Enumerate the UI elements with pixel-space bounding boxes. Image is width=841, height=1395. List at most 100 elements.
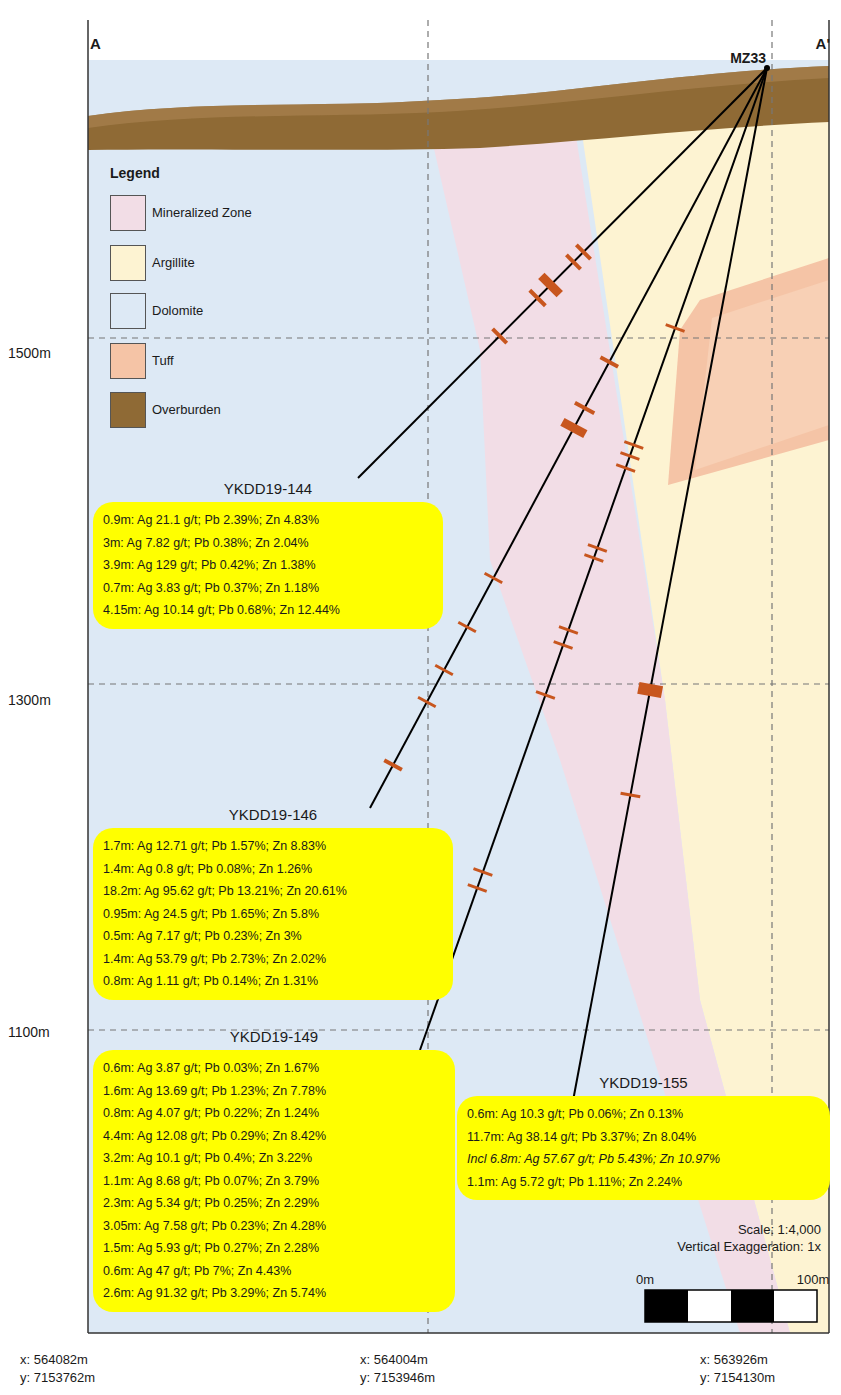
intercept-mark: [576, 245, 590, 259]
legend-text: Mineralized Zone: [152, 205, 252, 221]
assay-interval: 2.6m: Ag 91.32 g/t; Pb 3.29%; Zn 5.74%: [103, 1282, 445, 1305]
legend-text: Overburden: [152, 402, 221, 418]
assay-interval: Incl 6.8m: Ag 57.67 g/t; Pb 5.43%; Zn 10…: [467, 1148, 820, 1171]
grid: [88, 20, 829, 1333]
legend-swatch: [110, 293, 146, 329]
assay-interval: 3m: Ag 7.82 g/t; Pb 0.38%; Zn 2.04%: [103, 532, 433, 555]
section-label: y: 7153762m: [20, 1370, 95, 1386]
assay-interval: 1.7m: Ag 12.71 g/t; Pb 1.57%; Zn 8.83%: [103, 835, 443, 858]
drill-trace: [420, 68, 767, 1050]
intercept-mark: [600, 357, 618, 366]
assay-interval: 1.4m: Ag 53.79 g/t; Pb 2.73%; Zn 2.02%: [103, 948, 443, 971]
legend-text: Tuff: [152, 353, 174, 369]
callout-box: 1.7m: Ag 12.71 g/t; Pb 1.57%; Zn 8.83%1.…: [93, 828, 453, 1000]
intercept-mark: [562, 422, 585, 434]
section-label: 1500m: [8, 345, 51, 361]
legend-swatch: [110, 392, 146, 428]
section-label: 0m: [636, 1272, 654, 1288]
section-label: x: 563926m: [700, 1352, 768, 1368]
drill-trace: [370, 68, 767, 808]
intercept-mark: [530, 290, 546, 306]
assay-interval: 0.9m: Ag 21.1 g/t; Pb 2.39%; Zn 4.83%: [103, 509, 433, 532]
hole-name: YKDD19-149: [93, 1028, 455, 1046]
assay-interval: 1.5m: Ag 5.93 g/t; Pb 0.27%; Zn 2.28%: [103, 1237, 445, 1260]
section-label: MZ33: [730, 50, 766, 66]
assay-interval: 4.15m: Ag 10.14 g/t; Pb 0.68%; Zn 12.44%: [103, 599, 433, 622]
assay-interval: 4.4m: Ag 12.08 g/t; Pb 0.29%; Zn 8.42%: [103, 1125, 445, 1148]
overburden-top: [88, 66, 829, 128]
intercept-mark: [588, 545, 607, 552]
callout-box: 0.9m: Ag 21.1 g/t; Pb 2.39%; Zn 4.83%3m:…: [93, 502, 443, 629]
assay-interval: 0.5m: Ag 7.17 g/t; Pb 0.23%; Zn 3%: [103, 925, 443, 948]
assay-interval: 0.6m: Ag 10.3 g/t; Pb 0.06%; Zn 0.13%: [467, 1103, 820, 1126]
section-label: A: [90, 36, 101, 52]
hole-name: YKDD19-146: [93, 806, 453, 824]
assay-interval: 0.8m: Ag 1.11 g/t; Pb 0.14%; Zn 1.31%: [103, 970, 443, 993]
dolomite: [88, 60, 829, 1333]
assay-interval: 1.1m: Ag 8.68 g/t; Pb 0.07%; Zn 3.79%: [103, 1170, 445, 1193]
intercept-mark: [554, 642, 573, 649]
section-label: 1100m: [8, 1024, 50, 1040]
intercept-mark: [559, 627, 578, 634]
drill-trace: [560, 68, 767, 1170]
assay-interval: 3.05m: Ag 7.58 g/t; Pb 0.23%; Zn 4.28%: [103, 1215, 445, 1238]
intercept-mark: [638, 688, 662, 692]
legend-text: Argillite: [152, 255, 195, 271]
legend-swatch: [110, 343, 146, 379]
intercept-mark: [458, 622, 476, 631]
assay-interval: 18.2m: Ag 95.62 g/t; Pb 13.21%; Zn 20.61…: [103, 880, 443, 903]
assay-interval: 0.7m: Ag 3.83 g/t; Pb 0.37%; Zn 1.18%: [103, 577, 433, 600]
intercept-mark: [575, 403, 594, 413]
scale-bar: [645, 1290, 817, 1322]
assay-interval: 2.3m: Ag 5.34 g/t; Pb 0.25%; Zn 2.29%: [103, 1192, 445, 1215]
tuff-inner: [695, 280, 829, 470]
assay-callout: YKDD19-146 1.7m: Ag 12.71 g/t; Pb 1.57%; …: [93, 806, 453, 1000]
assay-interval: 1.1m: Ag 5.72 g/t; Pb 1.11%; Zn 2.24%: [467, 1171, 820, 1194]
section-label: Legend: [110, 165, 160, 181]
section-label: Scale: 1:4,000: [738, 1222, 821, 1238]
intercept-mark: [435, 665, 453, 674]
assay-interval: 1.4m: Ag 0.8 g/t; Pb 0.08%; Zn 1.26%: [103, 858, 443, 881]
intercept-mark: [566, 255, 580, 269]
section-label: Vertical Exaggeration: 1x: [677, 1239, 821, 1255]
intercept-mark: [384, 760, 402, 769]
hole-name: YKDD19-155: [457, 1074, 830, 1092]
section-label: x: 564082m: [20, 1352, 88, 1368]
assay-interval: 0.8m: Ag 4.07 g/t; Pb 0.22%; Zn 1.24%: [103, 1102, 445, 1125]
intercept-mark: [485, 573, 503, 582]
intercept-mark: [620, 453, 639, 460]
legend-swatch: [110, 245, 146, 281]
callout-box: 0.6m: Ag 3.87 g/t; Pb 0.03%; Zn 1.67%1.6…: [93, 1050, 455, 1312]
hole-name: YKDD19-144: [93, 480, 443, 498]
intercept-mark: [468, 885, 487, 892]
intercept-mark: [473, 869, 492, 876]
section-label: 100m: [797, 1272, 830, 1288]
intercept-mark: [541, 276, 559, 294]
assay-interval: 1.6m: Ag 13.69 g/t; Pb 1.23%; Zn 7.78%: [103, 1080, 445, 1103]
intercept-mark: [666, 325, 685, 332]
section-label: y: 7154130m: [700, 1370, 775, 1386]
assay-interval: 3.9m: Ag 129 g/t; Pb 0.42%; Zn 1.38%: [103, 554, 433, 577]
drill-trace: [358, 68, 767, 478]
intercept-mark: [624, 442, 643, 449]
frame: [88, 20, 829, 1333]
assay-interval: 0.95m: Ag 24.5 g/t; Pb 1.65%; Zn 5.8%: [103, 903, 443, 926]
intercept-mark: [584, 555, 603, 562]
section-label: 1300m: [8, 692, 51, 708]
legend-text: Dolomite: [152, 303, 203, 319]
intercept-mark: [621, 793, 641, 797]
intercept-mark: [418, 697, 436, 706]
section-label: x: 564004m: [360, 1352, 428, 1368]
assay-callout: YKDD19-155 0.6m: Ag 10.3 g/t; Pb 0.06%; Z…: [457, 1074, 830, 1200]
assay-callout: YKDD19-144 0.9m: Ag 21.1 g/t; Pb 2.39%; Z…: [93, 480, 443, 629]
assay-interval: 0.6m: Ag 47 g/t; Pb 7%; Zn 4.43%: [103, 1260, 445, 1283]
tuff: [668, 258, 829, 485]
callout-box: 0.6m: Ag 10.3 g/t; Pb 0.06%; Zn 0.13%11.…: [457, 1096, 830, 1200]
assay-interval: 11.7m: Ag 38.14 g/t; Pb 3.37%; Zn 8.04%: [467, 1126, 820, 1149]
intercept-mark: [616, 465, 635, 472]
assay-interval: 3.2m: Ag 10.1 g/t; Pb 0.4%; Zn 3.22%: [103, 1147, 445, 1170]
assay-interval: 0.6m: Ag 3.87 g/t; Pb 0.03%; Zn 1.67%: [103, 1057, 445, 1080]
section-label: A': [816, 36, 830, 52]
section-label: y: 7153946m: [360, 1370, 435, 1386]
intercept-mark: [493, 329, 507, 343]
